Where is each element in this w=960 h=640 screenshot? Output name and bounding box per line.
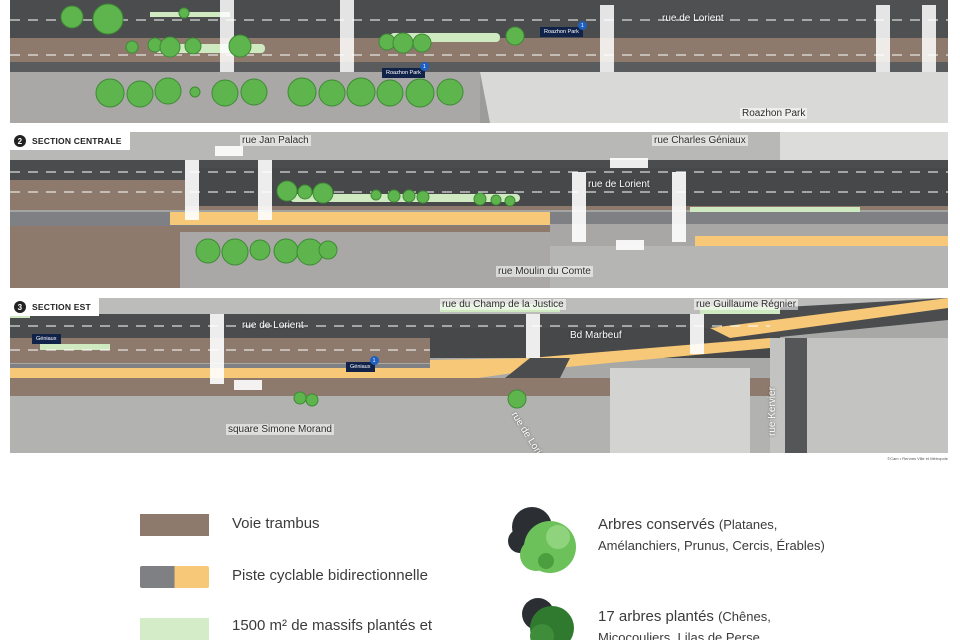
trees-kept-list: (Platanes, Amélanchiers, Prunus, Cercis,…	[598, 517, 825, 553]
map-section-2: 2 SECTION CENTRALE rue Jan Palach rue Ch…	[10, 132, 948, 288]
tree-icon	[195, 180, 516, 266]
tree-icon	[293, 389, 527, 409]
label-rue-de-lorient-s1: rue de Lorient	[662, 13, 724, 24]
section-centrale-title: 2 SECTION CENTRALE	[10, 132, 130, 150]
section-3-trees	[293, 389, 527, 409]
swatch-cycle	[140, 566, 209, 588]
trees-kept-main: Arbres conservés	[598, 516, 715, 533]
map-credit: ©Cam • Rennes Ville et Métropole	[887, 456, 948, 461]
label-rue-kervier: rue Kervier	[767, 387, 778, 436]
legend-trees-planted-text: 17 arbres plantés (Chênes, Micocouliers,…	[598, 606, 828, 640]
label-rue-du-champ-de-la-justice: rue du Champ de la Justice	[440, 299, 566, 310]
section-3-map	[10, 298, 948, 453]
bus-stop-geniaux-mid: Géniaux 1	[346, 356, 379, 372]
section-2-trees	[195, 180, 516, 266]
tree-kept-icon	[508, 507, 576, 573]
bus-stop-roazhon-bottom: Roazhon Park 1	[382, 62, 429, 78]
trees-planted-main: 17 arbres plantés	[598, 608, 714, 625]
bus-stop-geniaux-left: Géniaux	[32, 334, 61, 344]
bus-stop-roazhon-top: Roazhon Park 1	[540, 21, 587, 37]
label-rue-moulin-du-comte: rue Moulin du Comte	[496, 266, 593, 277]
label-square-simone-morand: square Simone Morand	[226, 424, 334, 435]
section-1-map	[10, 0, 948, 123]
legend-trees-kept-text: Arbres conservés (Platanes, Amélanchiers…	[598, 514, 828, 556]
bus-stop-icon: 1	[419, 62, 429, 71]
map-section-1: rue de Lorient Roazhon Park Roazhon Park…	[10, 0, 948, 123]
section-est-title: 3 SECTION EST	[10, 298, 99, 316]
swatch-trambus	[140, 514, 209, 536]
legend-trambus-label: Voie trambus	[232, 515, 320, 532]
label-bd-marbeuf: Bd Marbeuf	[570, 330, 622, 341]
bus-stop-label: Géniaux	[350, 364, 371, 370]
swatch-massifs	[140, 618, 209, 640]
section-title-text: SECTION CENTRALE	[32, 136, 122, 146]
label-rue-charles-geniaux: rue Charles Géniaux	[652, 135, 748, 146]
trees-planted-list: (Chênes, Micocouliers, Lilas de Perse,	[598, 609, 771, 640]
section-2-map	[10, 132, 948, 288]
legend-massifs-label: 1500 m² de massifs plantés et	[232, 617, 433, 634]
label-roazhon-park: Roazhon Park	[740, 108, 808, 119]
map-section-3: 3 SECTION EST rue du Champ de la Justice…	[10, 298, 948, 453]
section-1-trees	[60, 3, 525, 108]
bus-stop-icon: 1	[577, 21, 587, 30]
section-number-badge: 2	[14, 135, 26, 147]
label-rue-de-lorient-s3: rue de Lorient	[242, 320, 304, 331]
section-number-badge: 3	[14, 301, 26, 313]
label-rue-jan-palach: rue Jan Palach	[240, 135, 311, 146]
label-rue-de-lorient-s2: rue de Lorient	[588, 179, 650, 190]
bus-stop-label: Roazhon Park	[386, 70, 421, 76]
tree-planted-icon	[522, 598, 574, 640]
bus-stop-icon: 1	[369, 356, 379, 365]
legend-cycle-label: Piste cyclable bidirectionnelle	[232, 567, 428, 584]
label-rue-guillaume-regnier: rue Guillaume Régnier	[694, 299, 799, 310]
bus-stop-label: Roazhon Park	[544, 29, 579, 35]
tree-icon	[60, 3, 525, 108]
bus-stop-label: Géniaux	[36, 336, 57, 342]
section-title-text: SECTION EST	[32, 302, 91, 312]
